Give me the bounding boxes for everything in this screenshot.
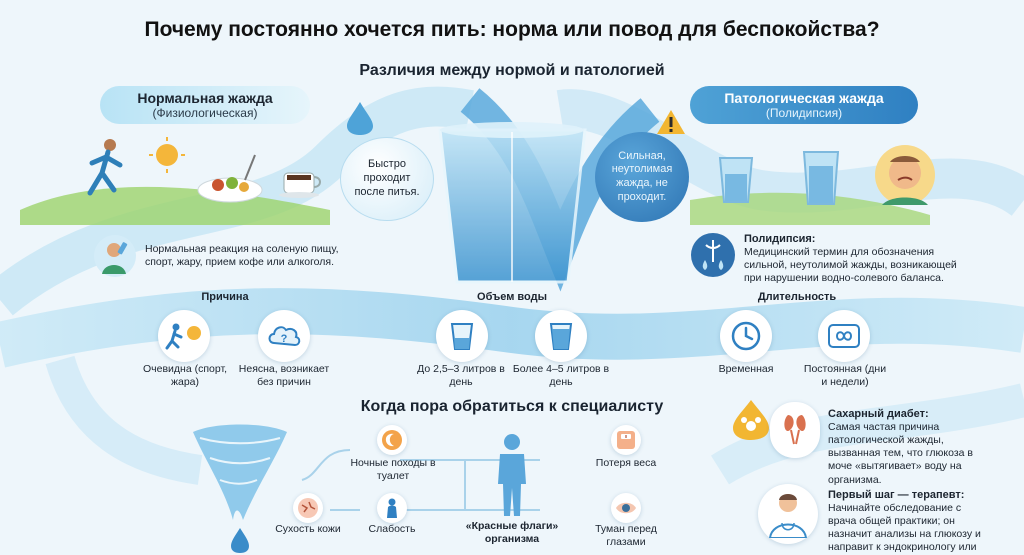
dryness-flag-text: Сухость кожи [275, 523, 341, 535]
full-cup-icon [549, 323, 573, 350]
doctor-text: Начинайте обследование с врача общей пра… [828, 502, 981, 555]
medical-drop-icon [691, 233, 735, 277]
runner-icon [87, 139, 123, 196]
diabetes-title: Сахарный диабет: [828, 408, 929, 420]
cause-left-text: Очевидна (спорт, жара) [142, 363, 228, 388]
normal-bubble-text: Быстро проходит после питья. [354, 158, 420, 198]
question-cloud-icon: ? [268, 326, 301, 347]
vision-flag-badge [611, 493, 641, 523]
warning-icon [657, 110, 685, 134]
duration-left-badge [720, 310, 772, 362]
polydipsia-title: Полидипсия: [744, 233, 816, 245]
cause-title: Причина [201, 291, 249, 303]
kidneys-badge [770, 402, 820, 458]
water-glass-icon [802, 151, 840, 205]
doctor-title: Первый шаг — терапевт: [828, 489, 965, 501]
pathological-heading: Патологическая жажда [724, 90, 884, 106]
duration-title: Длительность [757, 291, 837, 303]
cause-left-badge [158, 310, 210, 362]
moon-icon [382, 430, 402, 450]
body-figure-icon [498, 434, 526, 516]
diabetes-text: Самая частая причина патологической жажд… [828, 421, 973, 486]
normal-reaction-text: Нормальная реакция на соленую пищу, спор… [145, 243, 339, 269]
page-title: Почему постоянно хочется пить: норма или… [144, 18, 880, 41]
volume-right-badge [535, 310, 587, 362]
specialist-heading: Когда пора обратиться к специалисту [360, 398, 664, 415]
doctor-icon [768, 494, 808, 538]
drinking-person-icon [94, 235, 136, 277]
running-sun-icon [165, 323, 201, 350]
volume-right-text: Более 4–5 литров в день [512, 363, 610, 388]
vision-flag-text: Туман перед глазами [595, 523, 657, 548]
red-flags-connectors [301, 449, 540, 511]
red-flags-center-text: «Красные флаги» организма [465, 520, 559, 545]
infinity-icon [828, 324, 860, 348]
volume-left-text: До 2,5–3 литров в день [417, 363, 505, 388]
polydipsia-text: Медицинский термин для обозначения сильн… [744, 246, 957, 285]
coffee-cup-icon [279, 172, 321, 198]
pathological-illustration [718, 145, 935, 205]
svg-text:?: ? [281, 333, 288, 345]
eye-icon [616, 502, 636, 514]
clock-icon [731, 321, 761, 351]
cause-right-text: Неясна, возникает без причин [238, 363, 330, 388]
sick-person-icon [875, 145, 935, 205]
weakness-flag-badge [377, 493, 407, 523]
water-tornado-illustration [193, 424, 287, 553]
weight-flag-text: Потеря веса [595, 457, 657, 469]
duration-right-badge [818, 310, 870, 362]
volume-title: Объем воды [477, 291, 547, 303]
normal-causes-illustration [87, 137, 321, 203]
duration-right-text: Постоянная (дни и недели) [803, 363, 887, 388]
normal-heading: Нормальная жажда [137, 90, 273, 106]
kidneys-icon [784, 415, 806, 445]
night-flag-badge [377, 425, 407, 455]
normal-bubble: Быстро проходит после питья. [340, 137, 434, 221]
dry-skin-icon [298, 498, 318, 518]
pathological-subheading: (Полидипсия) [765, 106, 843, 120]
pathological-bubble-text: Сильная, неутолимая жажда, не проходит. [611, 149, 673, 203]
normal-subheading: (Физиологическая) [152, 106, 258, 120]
normal-banner: Нормальная жажда (Физиологическая) [100, 86, 310, 124]
food-plate-icon [197, 154, 263, 203]
pathological-bubble: Сильная, неутолимая жажда, не проходит. [595, 132, 689, 222]
water-drop-icon [347, 102, 373, 135]
doctor-badge [758, 484, 818, 544]
dryness-flag-badge [293, 493, 323, 523]
volume-left-badge [436, 310, 488, 362]
sun-icon [149, 137, 185, 173]
night-flag-text: Ночные походы в туалет [350, 457, 436, 482]
tired-person-icon [387, 498, 397, 518]
duration-left-text: Временная [718, 363, 774, 375]
water-glass-icon [718, 157, 754, 203]
weakness-flag-text: Слабость [368, 523, 416, 535]
pathological-banner: Патологическая жажда (Полидипсия) [690, 86, 918, 124]
half-cup-icon [450, 323, 474, 350]
weight-flag-badge [611, 425, 641, 455]
scale-icon [617, 431, 635, 449]
comparison-subtitle: Различия между нормой и патологией [359, 62, 665, 79]
glucose-drop-icon [733, 400, 769, 440]
cause-right-badge: ? [258, 310, 310, 362]
